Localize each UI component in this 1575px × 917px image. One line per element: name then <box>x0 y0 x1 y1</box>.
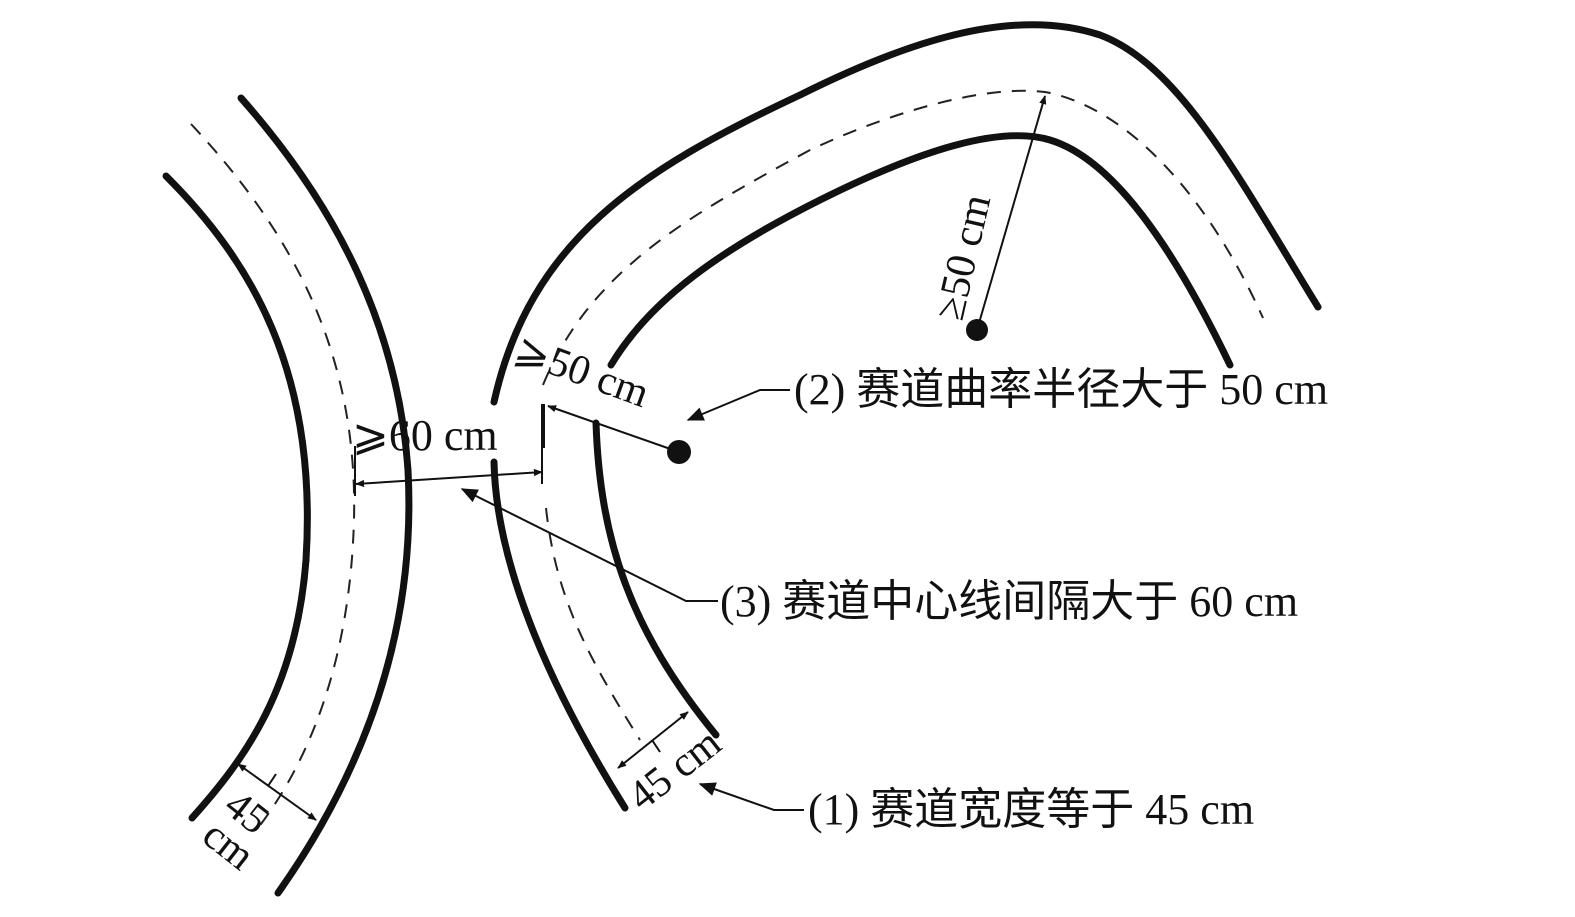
left-track-centerline <box>190 123 356 829</box>
right-track-lower-left-edge <box>490 458 629 812</box>
right-width-center-tick <box>651 739 661 753</box>
right-track-lower-centerline <box>545 507 641 741</box>
left-radius-arrow <box>547 405 680 453</box>
right-track-outer-edge <box>490 21 1322 406</box>
right-track-inner-edge <box>607 132 1234 369</box>
left-width-dimension-line <box>237 763 317 821</box>
rule-2-leader <box>686 389 790 421</box>
top-radius-arrow <box>976 95 1047 331</box>
left-width-center-tick <box>267 773 277 787</box>
right-track-centerline <box>542 89 1264 386</box>
top-radius-label: ≥50 cm <box>927 190 1000 324</box>
left-track-inner-edge <box>237 94 413 897</box>
left-track-outer-edge <box>162 172 311 822</box>
right-track <box>490 21 1322 812</box>
left-radius-label: ⩾50 cm <box>509 326 656 417</box>
rule-1-leader <box>698 782 804 811</box>
rule-3-text: (3) 赛道中心线间隔大于 60 cm <box>720 577 1298 626</box>
rule-3-leader <box>460 488 718 602</box>
gap-dimension-line <box>355 468 543 488</box>
gap-indicator: ⩾60 cm <box>352 404 543 496</box>
rule-1-text: (1) 赛道宽度等于 45 cm <box>808 785 1254 834</box>
right-track-lower-right-edge <box>592 419 720 739</box>
left-track <box>162 94 413 897</box>
gap-label: ⩾60 cm <box>352 411 498 460</box>
rule-2-text: (2) 赛道曲率半径大于 50 cm <box>794 365 1328 414</box>
